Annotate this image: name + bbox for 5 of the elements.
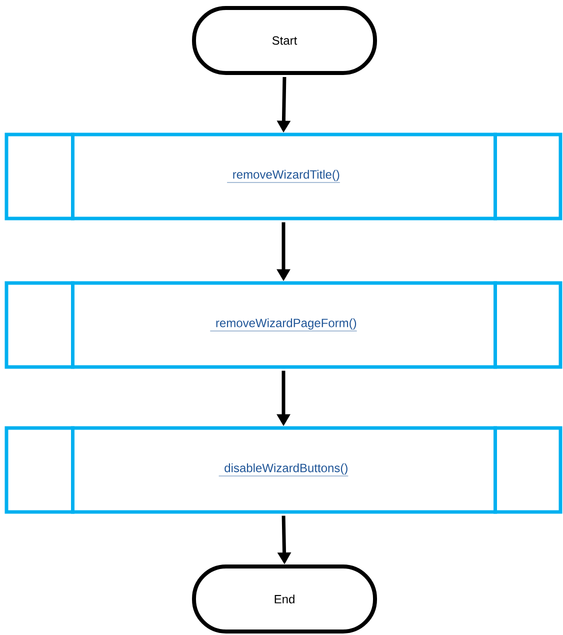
subroutine-box: removeWizardTitle() bbox=[4, 132, 562, 220]
terminal-box: Start bbox=[192, 6, 377, 75]
subroutine-box: disableWizardButtons() bbox=[4, 426, 562, 514]
terminal-box: End bbox=[192, 564, 377, 634]
subroutine-box: removeWizardPageForm() bbox=[4, 281, 562, 369]
